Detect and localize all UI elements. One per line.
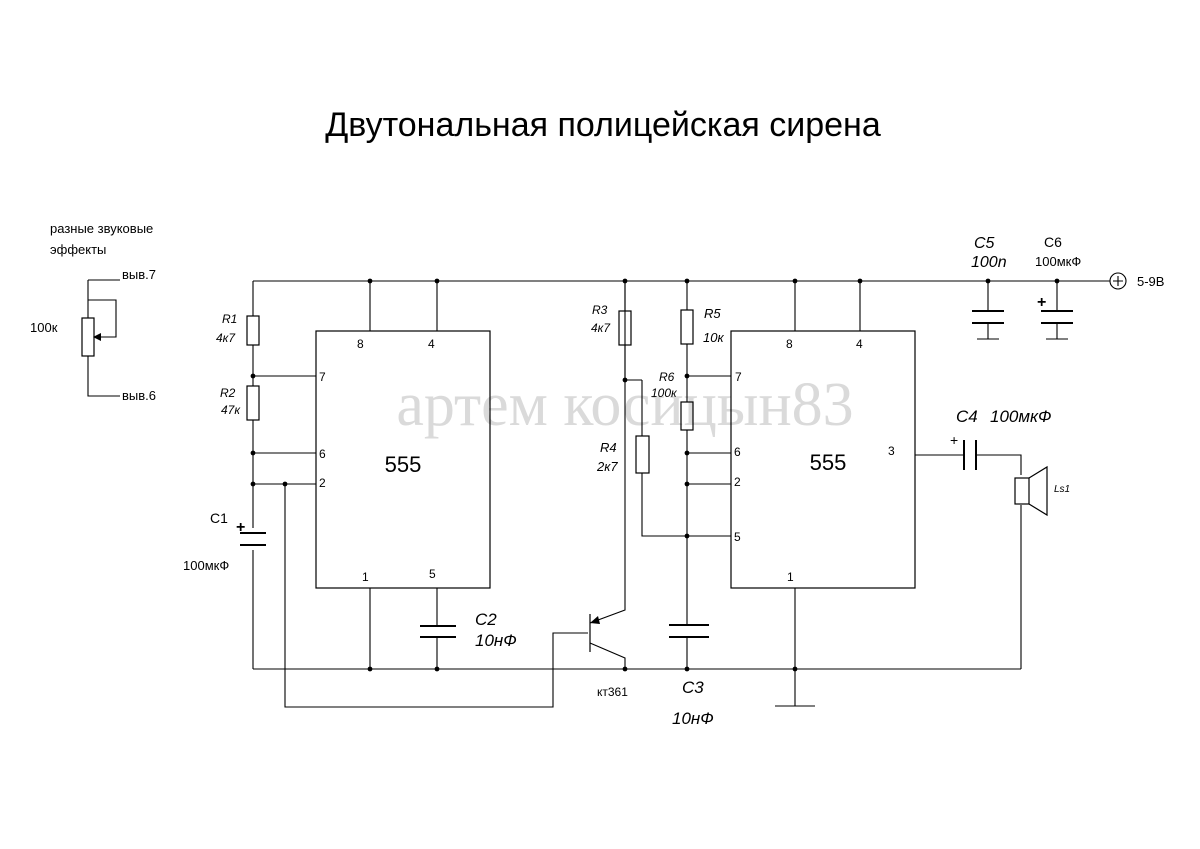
ic2-pin5: 5 — [734, 530, 741, 544]
r6-resistor — [680, 401, 694, 431]
r5-name: R5 — [704, 306, 721, 321]
transistor-name: кт361 — [597, 685, 628, 699]
c1-name: C1 — [210, 510, 228, 526]
note-pin6-label: выв.6 — [122, 388, 156, 403]
ic1-pin6: 6 — [319, 447, 326, 461]
c6-name: C6 — [1044, 234, 1062, 250]
c6-capacitor: + — [1037, 281, 1073, 340]
r2-value: 47к — [221, 403, 241, 417]
wires-right — [624, 281, 1022, 707]
c4-name: C4 — [956, 407, 978, 426]
transistor-kt361 — [589, 281, 626, 669]
r6-value: 100к — [651, 386, 678, 400]
c3-name: C3 — [682, 678, 704, 697]
ic2-pin3: 3 — [888, 444, 895, 458]
r2-resistor — [246, 385, 260, 421]
r1-resistor — [246, 315, 260, 346]
note-line1: разные звуковые — [50, 221, 153, 236]
c3-value: 10нФ — [672, 709, 714, 728]
c1-plus: + — [236, 519, 245, 536]
ic1-pin1: 1 — [362, 570, 369, 584]
r1-name: R1 — [222, 312, 237, 326]
note-line2: эффекты — [50, 242, 106, 257]
r1-value: 4к7 — [216, 331, 236, 345]
potentiometer — [81, 317, 95, 357]
speaker-name: Ls1 — [1054, 484, 1070, 495]
ic2-pin6: 6 — [734, 445, 741, 459]
ic1-pin4: 4 — [428, 337, 435, 351]
c6-value: 100мкФ — [1035, 254, 1081, 269]
ic1-pin7: 7 — [319, 370, 326, 384]
power-terminal: 5-9В — [1109, 272, 1164, 290]
r5-resistor — [680, 309, 694, 345]
ic2-pin2: 2 — [734, 475, 741, 489]
ic2-pin1: 1 — [787, 570, 794, 584]
speaker-ls1 — [1014, 465, 1048, 517]
junction-dots — [250, 278, 1060, 672]
r6-name: R6 — [659, 370, 675, 384]
r2-name: R2 — [220, 386, 236, 400]
c6-plus: + — [1037, 294, 1046, 311]
c1-value: 100мкФ — [183, 558, 229, 573]
c4-plus: + — [950, 432, 958, 448]
ic2-label: 555 — [810, 450, 847, 475]
ic1-pin2: 2 — [319, 476, 326, 490]
ic1-pin5: 5 — [429, 567, 436, 581]
c2-value: 10нФ — [475, 631, 517, 650]
page-title: Двутональная полицейская сирена — [325, 106, 881, 144]
note-pot-value: 100к — [30, 320, 58, 335]
c3-capacitor — [669, 624, 709, 638]
r4-value: 2к7 — [596, 459, 618, 474]
note-pin7-label: выв.7 — [122, 267, 156, 282]
ic2-pin8: 8 — [786, 337, 793, 351]
power-label: 5-9В — [1137, 274, 1164, 289]
ic1-body — [315, 330, 491, 589]
c2-name: C2 — [475, 610, 497, 629]
r4-resistor — [635, 435, 650, 474]
ic2-pin4: 4 — [856, 337, 863, 351]
c5-capacitor — [972, 281, 1004, 340]
r5-value: 10к — [703, 330, 724, 345]
ic1-label: 555 — [385, 452, 422, 477]
c5-name: C5 — [974, 235, 995, 252]
c2-capacitor — [420, 625, 456, 638]
c5-value: 100n — [971, 254, 1007, 271]
c4-capacitor: + — [950, 432, 977, 470]
ic2-pin7: 7 — [735, 370, 742, 384]
effects-note: разные звуковые эффекты выв.7 выв.6 100к — [30, 221, 156, 403]
ic1-pin8: 8 — [357, 337, 364, 351]
r3-value: 4к7 — [591, 321, 611, 335]
r4-name: R4 — [600, 440, 617, 455]
r3-name: R3 — [592, 303, 608, 317]
c4-value: 100мкФ — [990, 407, 1052, 426]
r3-resistor — [618, 310, 632, 346]
c1-capacitor: + — [236, 519, 266, 550]
wires-left — [252, 281, 588, 708]
ic2-body — [730, 330, 916, 589]
